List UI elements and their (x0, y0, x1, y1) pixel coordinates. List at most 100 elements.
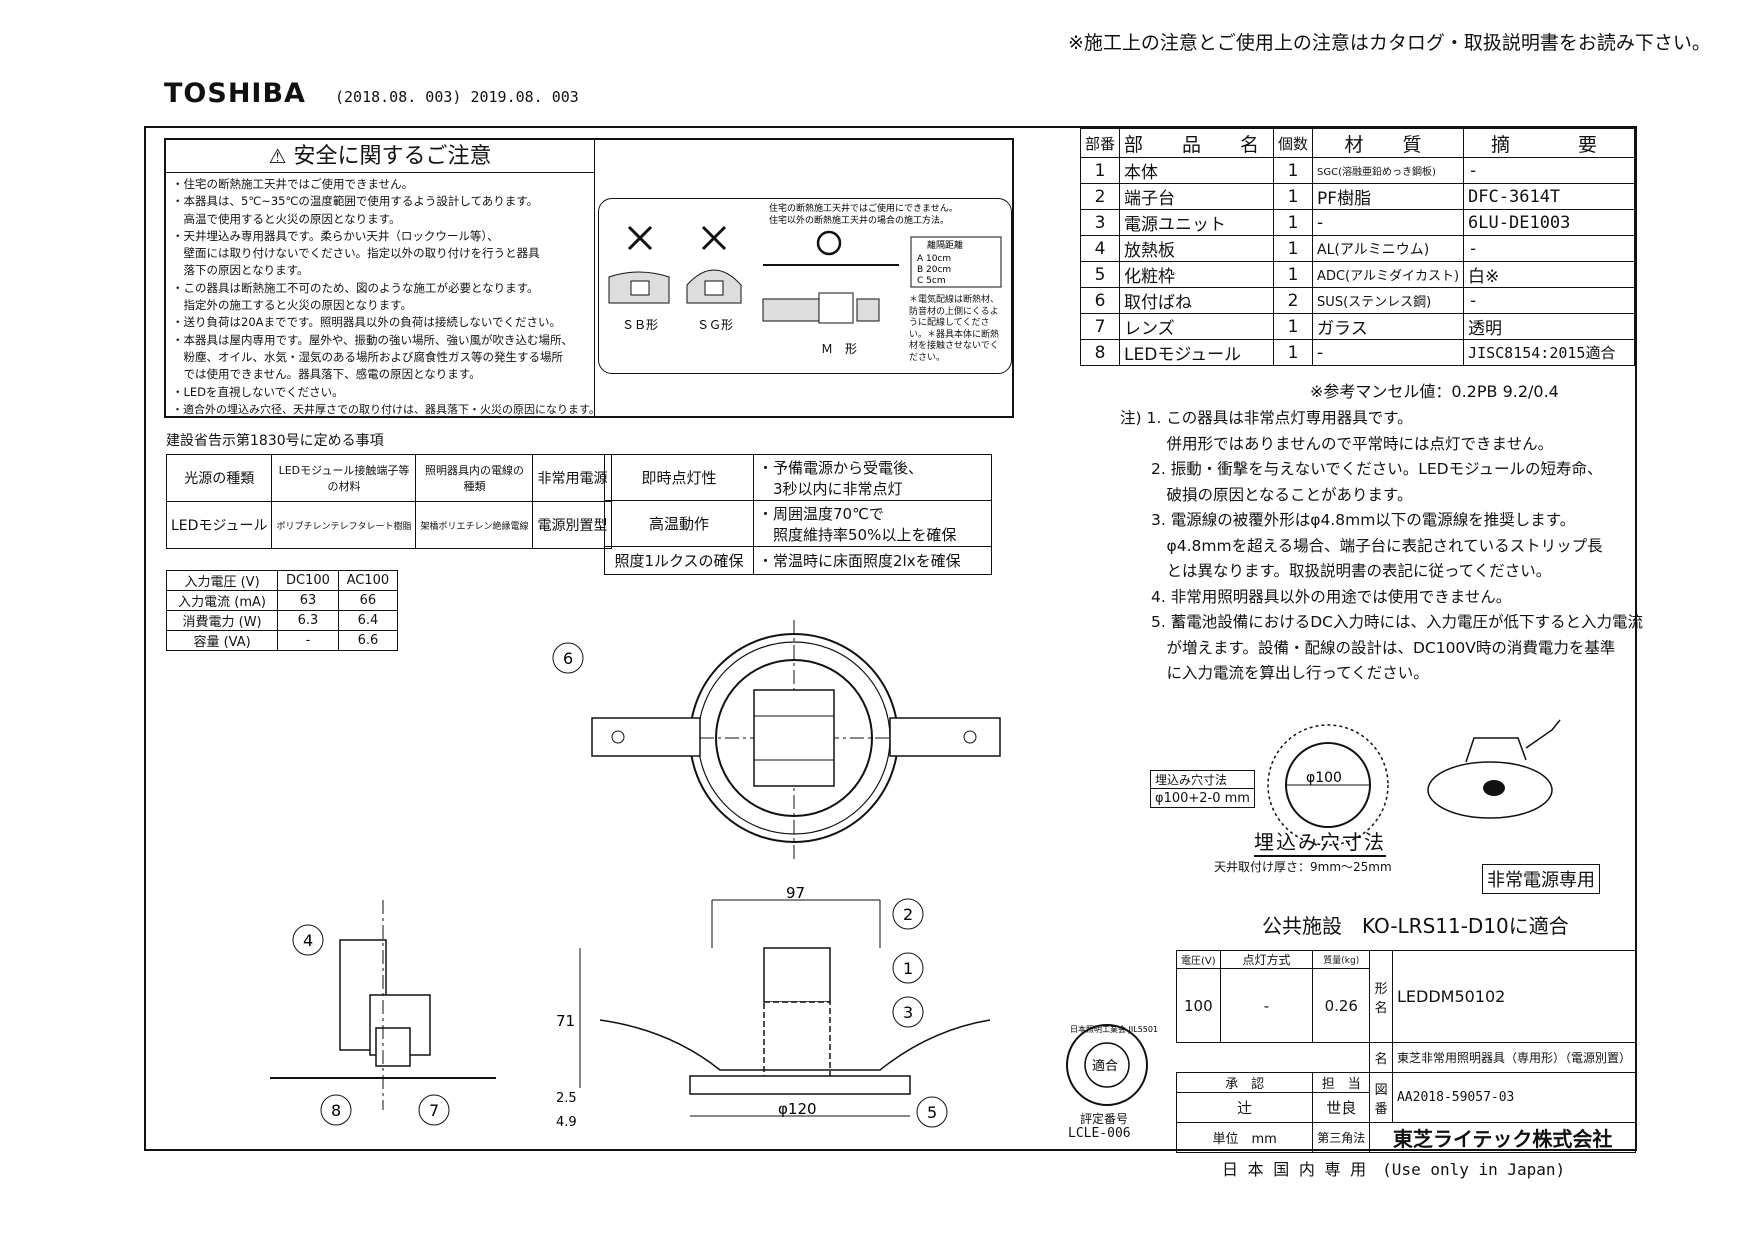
spec-table: 光源の種類 LEDモジュール接触端子等の材料 照明器具内の電線の種類 非常用電源… (165, 454, 613, 549)
body-outline (715, 659, 873, 817)
elec-cell: 6.6 (337, 630, 399, 651)
tb-drawing: AA2018-59057-03 (1391, 1072, 1637, 1123)
safety-item: ・適合外の埋込み穴径、天井厚さでの取り付けは、器具落下・火災の原因になります。 (172, 402, 600, 416)
safety-item: ・LEDを直視しないでください。 (172, 384, 344, 399)
diagram-caption: 住宅の断熱施工天井ではご使用にできません。 (769, 202, 958, 214)
cutout-value: φ100+2-0 mm (1150, 788, 1255, 808)
safety-item: 落下の原因となります。 (172, 263, 309, 278)
m-insulation-right (856, 298, 880, 322)
tb-lighting: - (1219, 968, 1314, 1043)
side-view (270, 900, 496, 1110)
tb-drawing-label: 図番 (1369, 1072, 1393, 1123)
tb-incharge: 担 当 (1312, 1072, 1371, 1093)
tb-approver: 辻 (1175, 1092, 1314, 1123)
distance-a: A 10cm (917, 254, 951, 264)
part-material: - (1312, 339, 1465, 366)
part-qty: 2 (1273, 287, 1314, 314)
safety-item: では使用できません。器具落下、感電の原因となります。 (172, 367, 481, 382)
spring-icon (1525, 719, 1561, 749)
part-no: 3 (1079, 209, 1121, 236)
tb-model-label: 形名 (1369, 950, 1393, 1043)
parts-header: 部 品 名 (1119, 128, 1275, 158)
part-name: 端子台 (1119, 183, 1275, 210)
safety-item: 指定外の施工すると火災の原因となります。 (172, 298, 413, 313)
sb-label: ＳＢ形 (622, 318, 658, 332)
elec-header: 入力電圧 (V) (165, 570, 279, 591)
installation-diagram: ＳＢ形 ＳＧ形 Ｍ 形 住宅の断熱施工天井ではご使用にできません。 住宅以外の断… (598, 198, 1012, 374)
distance-box (910, 236, 1002, 288)
elec-cell: 入力電流 (mA) (165, 590, 279, 611)
part-remark: DFC-3614T (1463, 183, 1635, 210)
note-line: 3. 電源線の被覆外形はφ4.8mm以下の電源線を推奨します。 (1120, 511, 1576, 529)
parts-header: 材 質 (1312, 128, 1465, 158)
tb-name-label: 名 (1369, 1042, 1393, 1073)
part-qty: 1 (1273, 313, 1314, 340)
part-material: ADC(アルミダイカスト) (1312, 261, 1465, 288)
front-view: 97 71 2.5 4.9 φ120 (556, 884, 991, 1130)
tb-voltage: 100 (1176, 968, 1221, 1043)
svg-text:8: 8 (331, 1101, 341, 1120)
spring-hole (963, 730, 977, 744)
spec-cell: 架橋ポリエチレン絶縁電線 (415, 501, 534, 549)
notes: 注) 1. この器具は非常点灯専用器具です。 併用形ではありませんので平常時には… (1120, 406, 1643, 687)
elec-header: AC100 (337, 570, 399, 591)
safety-item: ・送り負荷は20Aまでです。照明器具以外の負荷は接続しないでください。 (172, 315, 562, 330)
sb-fixture (630, 280, 650, 296)
terminal-block (753, 689, 835, 787)
cutout-figure: φ100 (1267, 719, 1561, 846)
spec-header: 照明器具内の電線の種類 (415, 454, 534, 502)
svg-text:7: 7 (429, 1101, 439, 1120)
m-label: Ｍ 形 (821, 342, 857, 356)
note-line: に入力電流を算出し行ってください。 (1120, 664, 1429, 682)
jil-ring-text: 日本照明工業会 JIL5501 (1070, 1024, 1158, 1034)
note-line: 併用形ではありませんので平常時には点灯できません。 (1120, 434, 1554, 453)
part-no: 7 (1079, 313, 1121, 340)
spec-cell: 電源別置型 (532, 501, 613, 549)
dim-4-9: 4.9 (556, 1115, 577, 1130)
safety-box: ⚠ 安全に関するご注意 ・住宅の断熱施工天井ではご使用できません。 ・本器具は、… (164, 138, 1014, 418)
svg-text:3: 3 (903, 1003, 913, 1022)
part-qty: 1 (1273, 157, 1314, 184)
jil-mark: 適合 日本照明工業会 JIL5501 (1066, 1024, 1158, 1106)
elec-cell: 63 (277, 590, 339, 611)
part-material: - (1312, 209, 1465, 236)
warning-icon: ⚠ (268, 144, 287, 168)
tb-weight: 0.26 (1312, 968, 1371, 1043)
terminal-block (763, 947, 831, 1003)
lens-profile (375, 1027, 411, 1067)
footer-note: 日 本 国 内 専 用 (Use only in Japan) (1222, 1160, 1566, 1179)
part-no: 1 (1079, 157, 1121, 184)
sg-fixture (704, 280, 724, 296)
safety-list: ・住宅の断熱施工天井ではご使用できません。 ・本器具は、5℃~35℃の温度範囲で… (172, 176, 600, 418)
cutout-title: 埋込み穴寸法 (1254, 826, 1386, 857)
part-name: 化粧枠 (1119, 261, 1275, 288)
part-remark: JISC8154:2015適合 (1463, 339, 1635, 366)
part-remark: - (1463, 157, 1635, 184)
diagram-note: ＊電気配線は断熱材、防音材の上側にくるように配線してください。＊器具本体に断熱材… (909, 295, 1000, 363)
part-qty: 1 (1273, 209, 1314, 236)
part-no: 2 (1079, 183, 1121, 210)
hatched-ceiling (1267, 724, 1389, 846)
top-view (591, 620, 1001, 860)
part-material: SGC(溶融亜鉛めっき鋼板) (1312, 157, 1465, 184)
part-remark: 6LU-DE1003 (1463, 209, 1635, 236)
part-qty: 1 (1273, 339, 1314, 366)
installation-diagram-svg: ＳＢ形 ＳＧ形 Ｍ 形 住宅の断熱施工天井ではご使用にできません。 住宅以外の断… (608, 202, 1002, 356)
part-name: 電源ユニット (1119, 209, 1275, 236)
perf-label: 即時点灯性 (604, 454, 754, 501)
callout-circle (552, 642, 584, 674)
revision: (2018.08. 003) 2019.08. 003 (335, 88, 579, 106)
part-qty: 1 (1273, 183, 1314, 210)
m-insulation-left (762, 298, 824, 322)
note-line: が増えます。設備・配線の設計は、DC100V時の消費電力を基準 (1120, 638, 1616, 657)
note-line: 5. 蓄電池設備におけるDC入力時には、入力電圧が低下すると入力電流 (1120, 613, 1643, 631)
part-name: 取付ばね (1119, 287, 1275, 314)
part-no: 5 (1079, 261, 1121, 288)
svg-text:1: 1 (903, 959, 913, 978)
safety-item: ・天井埋込み専用器具です。柔らかい天井（ロックウール等）、 (172, 228, 499, 243)
cross-icon (701, 225, 727, 251)
part-remark: - (1463, 287, 1635, 314)
note-line: φ4.8mmを超える場合、端子台に表記されているストリップ長 (1120, 536, 1603, 555)
dim-2-5: 2.5 (556, 1091, 577, 1106)
safety-item: 高温で使用すると火災の原因となります。 (172, 211, 401, 226)
